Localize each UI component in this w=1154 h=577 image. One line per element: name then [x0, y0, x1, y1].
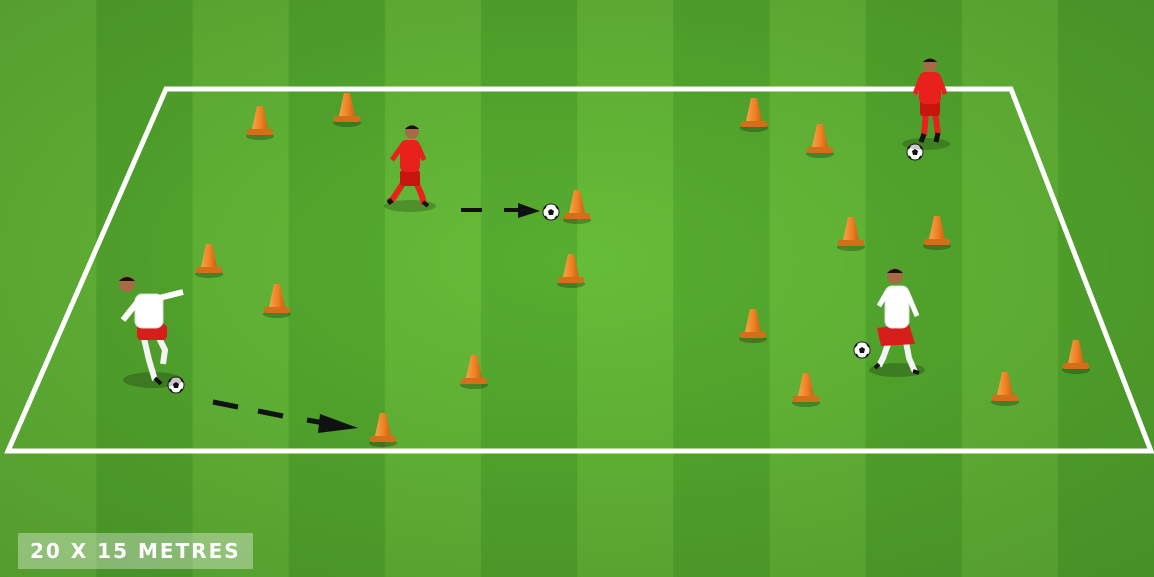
- soccer-ball-icon: [853, 341, 871, 359]
- drill-area-boundary: [4, 86, 1154, 454]
- red-player-icon: [902, 58, 950, 150]
- dribble-arrow-top: [461, 203, 540, 218]
- dimension-label: 20 X 15 METRES: [18, 533, 253, 569]
- soccer-ball-icon: [542, 203, 560, 221]
- red-player-icon: [384, 125, 436, 212]
- dribble-arrow-bottom: [212, 399, 358, 433]
- white-player-icon: [869, 268, 925, 377]
- white-player-icon: [119, 276, 184, 388]
